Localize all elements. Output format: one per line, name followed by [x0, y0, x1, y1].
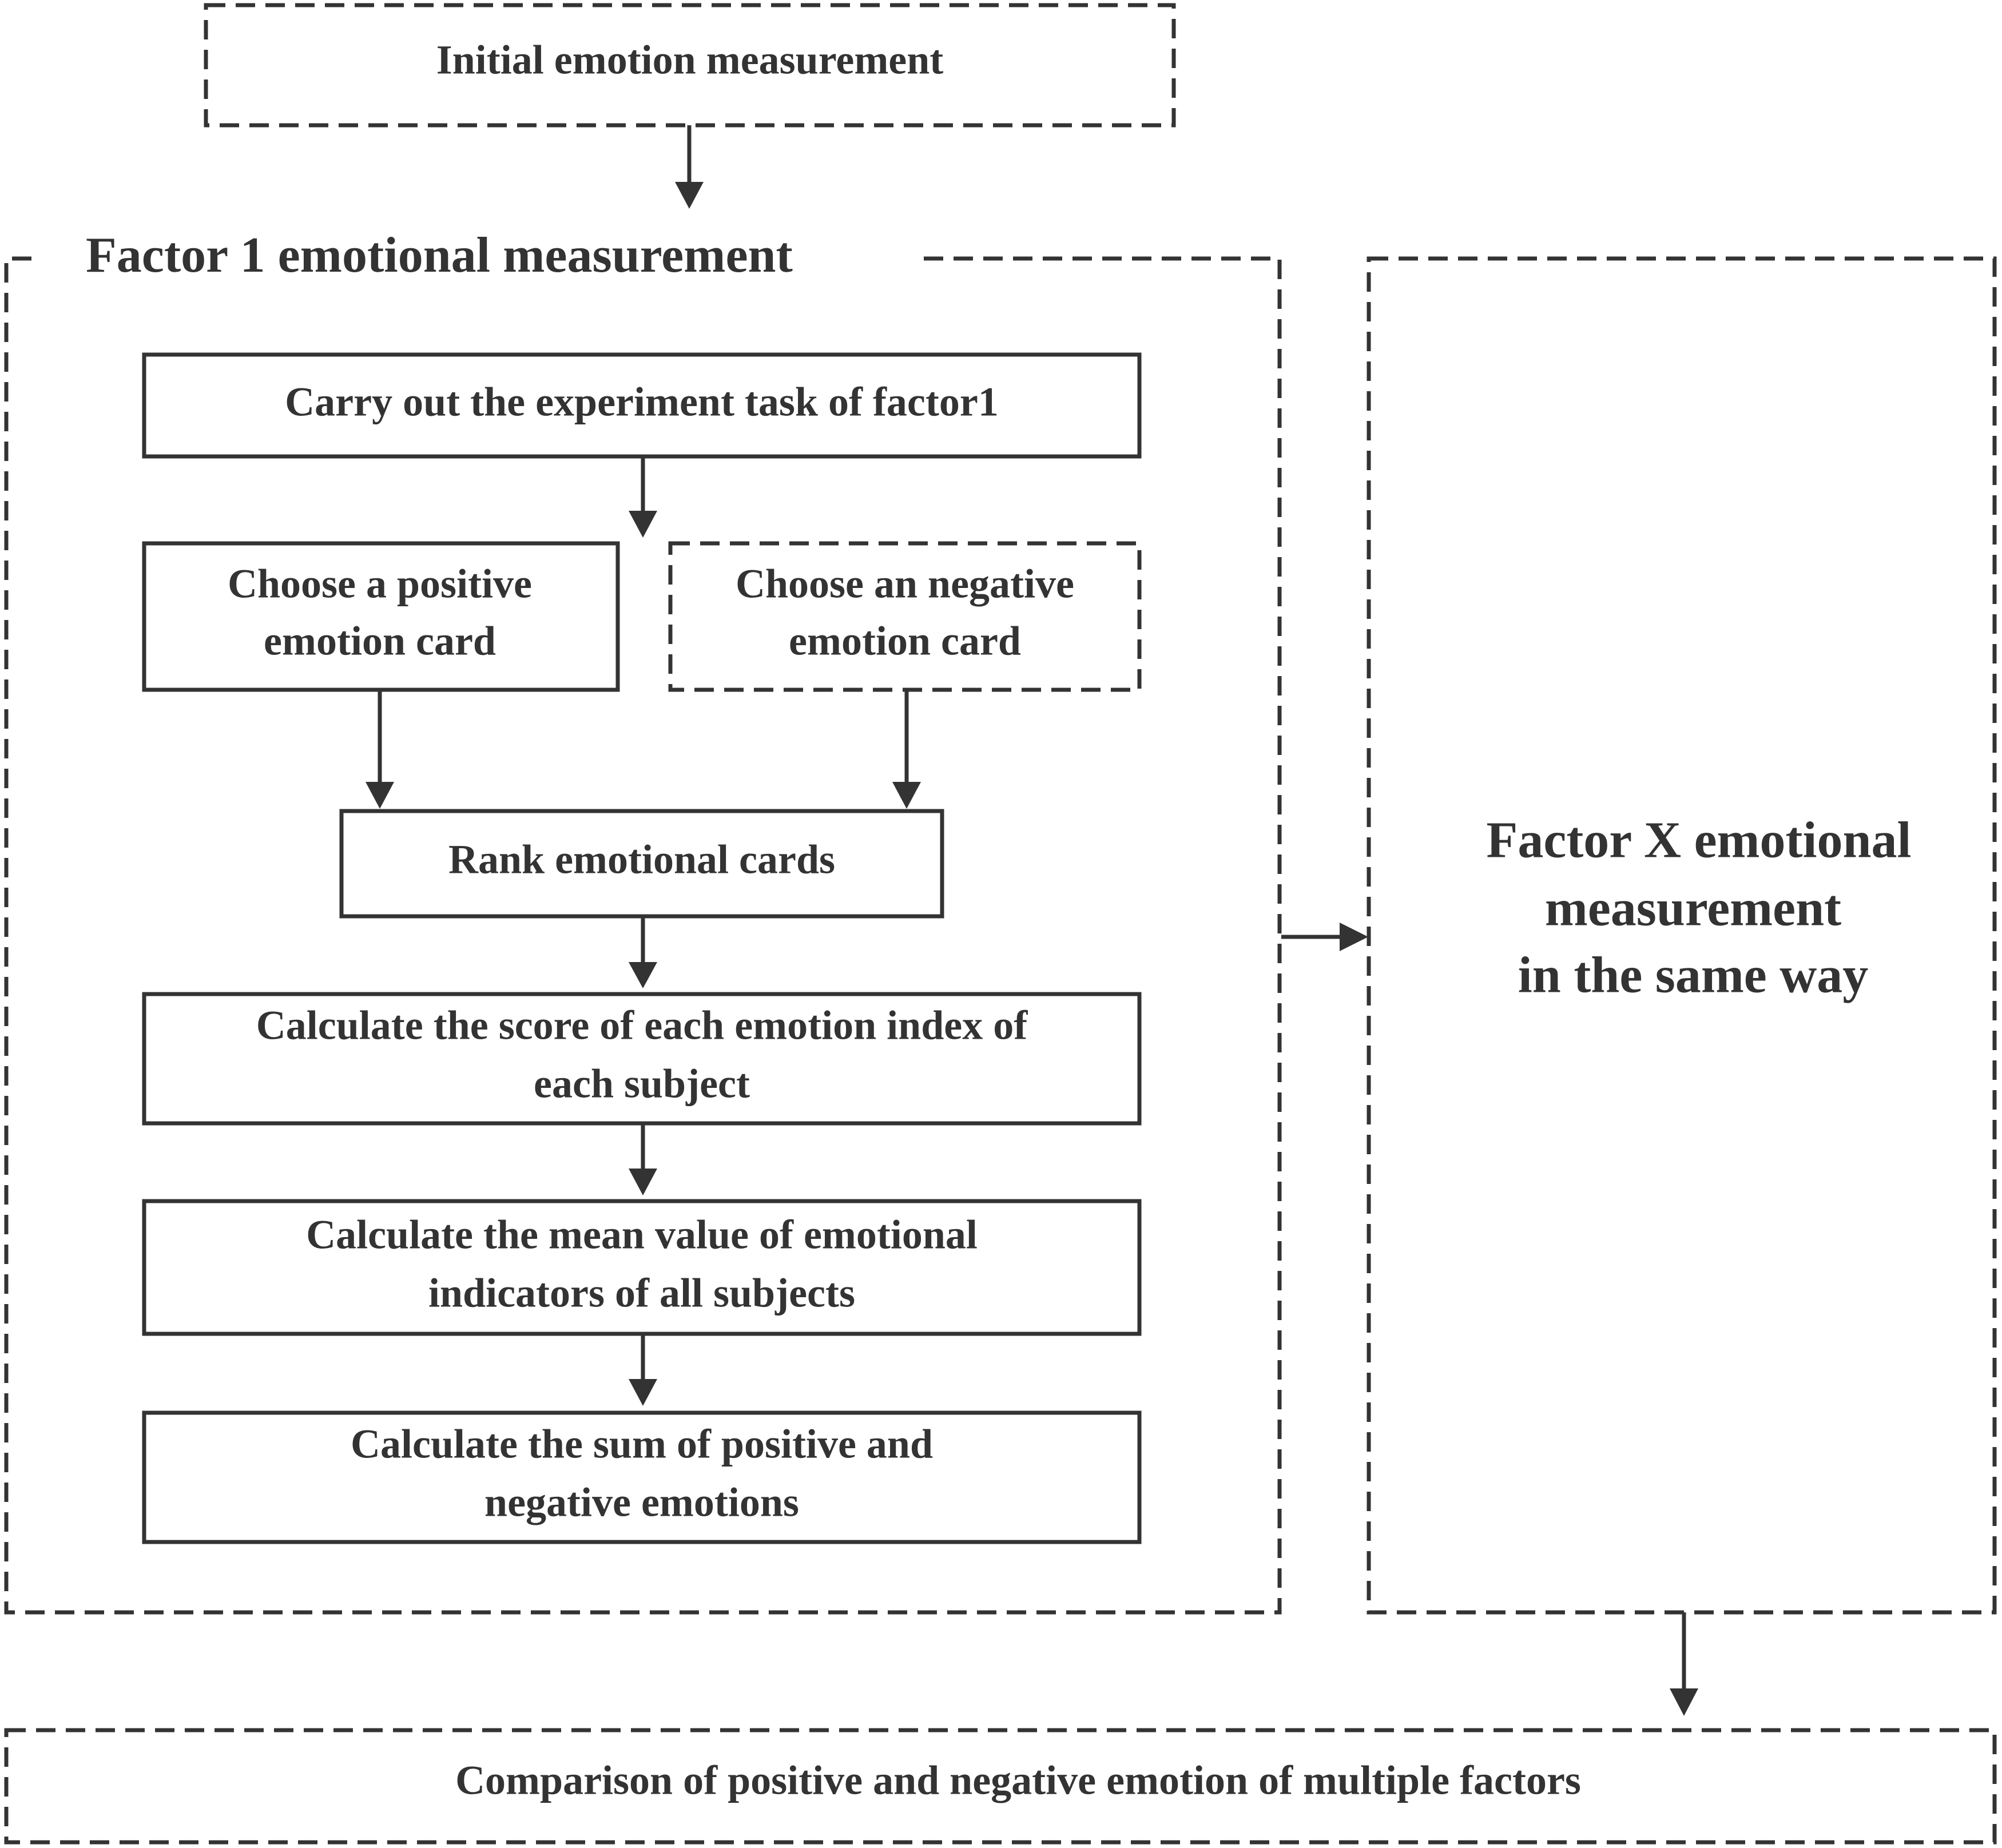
score-line2: each subject [534, 1061, 750, 1107]
arrow-rank-to-score [629, 916, 657, 988]
negative-card-line2: emotion card [789, 618, 1021, 664]
rank-cards-box: Rank emotional cards [339, 809, 944, 919]
sum-box: Calculate the sum of positive and negati… [142, 1410, 1142, 1544]
mean-line1: Calculate the mean value of emotional [306, 1212, 978, 1258]
initial-measurement-box: Initial emotion measurement [204, 3, 1176, 128]
mean-line2: indicators of all subjects [428, 1270, 855, 1316]
arrow-carry-out-to-cards [629, 456, 657, 538]
arrow-factorx-to-comparison [1670, 1612, 1698, 1716]
score-line1: Calculate the score of each emotion inde… [256, 1003, 1028, 1048]
arrow-factor1-to-factorx [1281, 923, 1368, 951]
arrow-positive-to-rank [366, 690, 394, 809]
comparison-label: Comparison of positive and negative emot… [455, 1758, 1581, 1803]
carry-out-task-box: Carry out the experiment task of factor1 [142, 352, 1142, 459]
factor1-group-title: Factor 1 emotional measurement [86, 228, 793, 283]
factor1-group: Factor 1 emotional measurement [4, 228, 1282, 1615]
arrow-score-to-mean [629, 1123, 657, 1195]
positive-card-line2: emotion card [264, 618, 496, 664]
factorx-group: Factor X emotional measurement in the sa… [1367, 256, 1997, 1615]
positive-card-line1: Choose a positive [228, 561, 532, 607]
mean-box: Calculate the mean value of emotional in… [142, 1199, 1142, 1336]
sum-line1: Calculate the sum of positive and [351, 1421, 933, 1467]
arrow-mean-to-sum [629, 1334, 657, 1406]
negative-card-box: Choose an negative emotion card [668, 541, 1142, 692]
positive-card-box: Choose a positive emotion card [142, 541, 620, 692]
arrow-initial-to-factor1 [675, 125, 704, 209]
factorx-line2: measurement [1545, 880, 1841, 937]
negative-card-line1: Choose an negative [736, 561, 1074, 607]
rank-cards-label: Rank emotional cards [448, 837, 835, 883]
sum-line2: negative emotions [484, 1480, 799, 1525]
factorx-line3: in the same way [1518, 947, 1868, 1004]
initial-measurement-label: Initial emotion measurement [436, 37, 944, 83]
factorx-line1: Factor X emotional [1486, 812, 1911, 869]
arrow-negative-to-rank [892, 690, 921, 809]
comparison-box: Comparison of positive and negative emot… [4, 1728, 1997, 1845]
carry-out-task-label: Carry out the experiment task of factor1 [285, 379, 999, 425]
score-box: Calculate the score of each emotion inde… [142, 992, 1142, 1126]
